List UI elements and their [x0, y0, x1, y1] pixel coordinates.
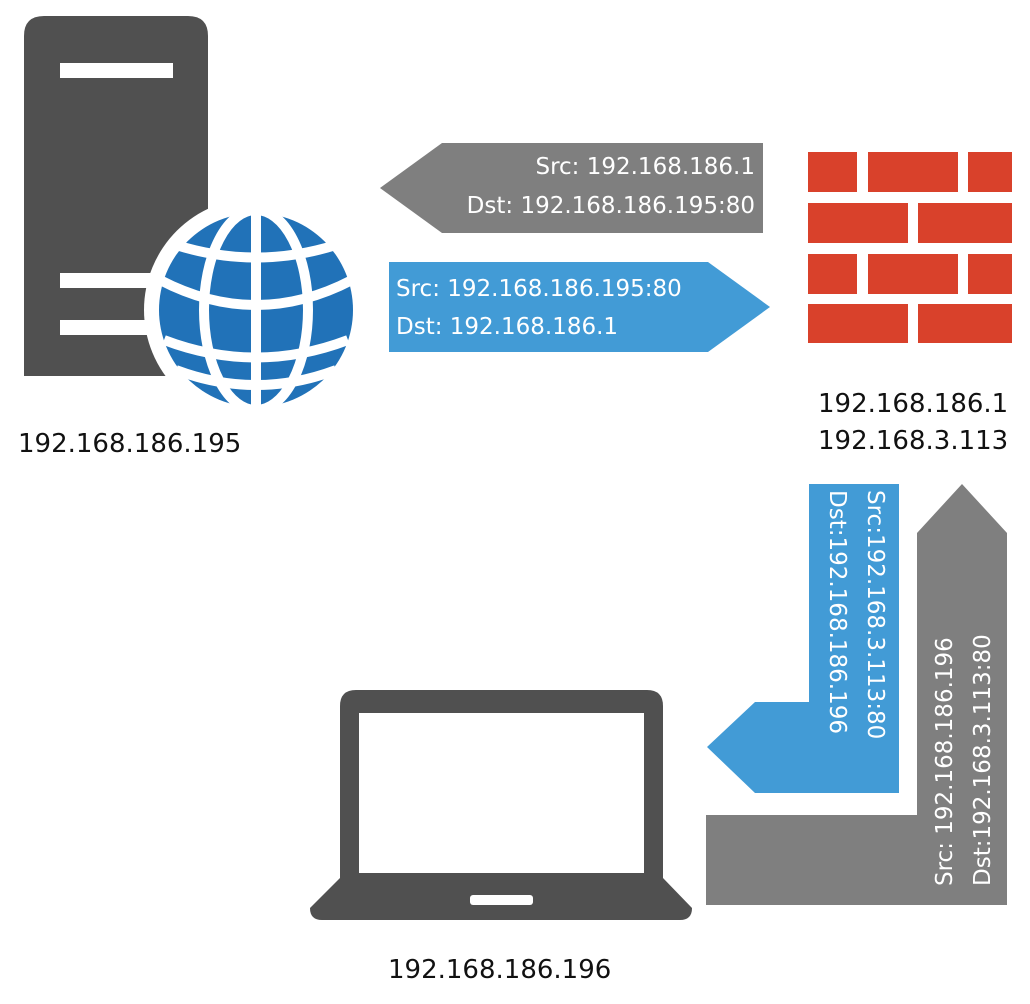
arrow-dst-text: Dst: 192.168.186.195:80	[467, 193, 755, 219]
arrow-src-text: Src: 192.168.186.196	[932, 637, 958, 886]
firewall-ip-2: 192.168.3.113	[818, 426, 1008, 456]
arrow-dst-text: Dst:192.168.3.113:80	[970, 634, 996, 886]
arrow-dst-text: Dst:192.168.186.196	[824, 490, 850, 734]
firewall-ip-1: 192.168.186.1	[818, 389, 1008, 419]
server-ip-label: 192.168.186.195	[18, 429, 241, 459]
arrow-src-text: Src: 192.168.186.195:80	[396, 276, 682, 302]
arrow-server-to-firewall: Src: 192.168.186.195:80 Dst: 192.168.186…	[389, 262, 770, 352]
arrow-src-text: Src:192.168.3.113:80	[862, 490, 888, 739]
globe-icon	[144, 198, 368, 422]
arrow-laptop-to-firewall: Src: 192.168.186.196 Dst:192.168.3.113:8…	[706, 484, 1007, 905]
laptop-ip-label: 192.168.186.196	[388, 955, 611, 985]
arrow-dst-text: Dst: 192.168.186.1	[396, 314, 618, 340]
arrow-src-text: Src: 192.168.186.1	[535, 154, 755, 180]
firewall-icon	[808, 152, 1012, 343]
laptop-icon	[310, 690, 692, 920]
arrow-firewall-to-server: Src: 192.168.186.1 Dst: 192.168.186.195:…	[380, 143, 763, 233]
arrow-firewall-to-laptop: Src:192.168.3.113:80 Dst:192.168.186.196	[707, 484, 899, 793]
